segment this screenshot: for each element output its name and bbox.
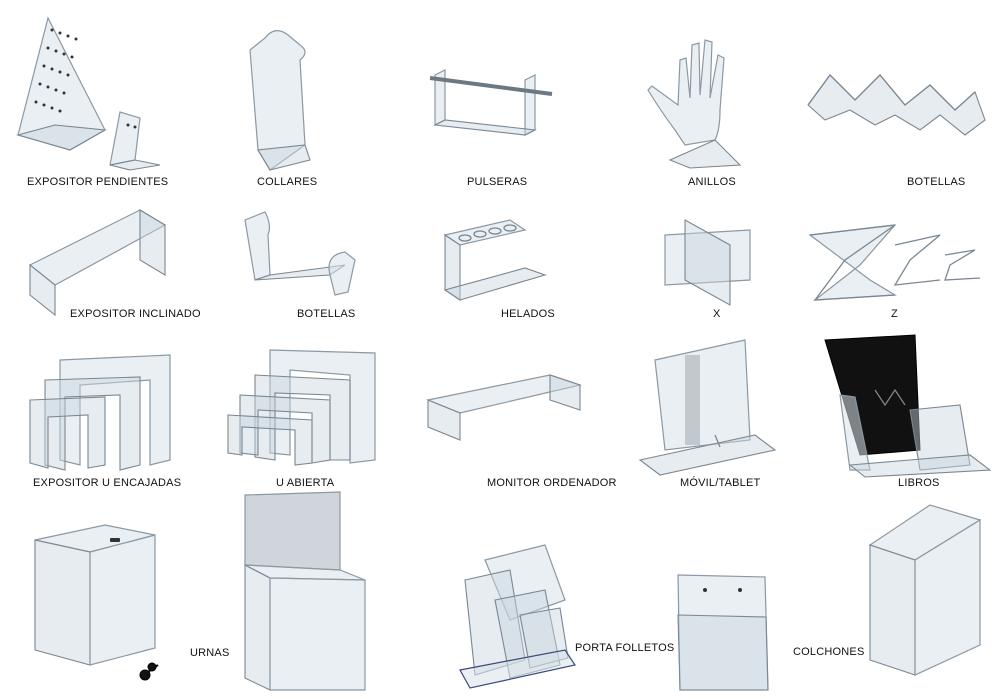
monitor-stand-image (425, 374, 583, 441)
z-display-image (808, 224, 981, 301)
ice-cream-holder-image (443, 219, 547, 302)
product-label: U ABIERTA (276, 477, 335, 489)
necklace-bust-image (249, 30, 311, 171)
x-display-image (664, 219, 751, 306)
product-label: PORTA FOLLETOS (575, 642, 675, 654)
book-stand-image (824, 334, 992, 478)
bottle-zigzag-image (807, 74, 986, 136)
product-label: EXPOSITOR U ENCAJADAS (33, 477, 182, 489)
inclined-display-image (28, 209, 167, 317)
product-label: X (713, 308, 721, 320)
ballot-box-image (34, 524, 159, 681)
nested-u-display-image (29, 354, 171, 471)
product-collares[interactable]: COLLARES (200, 0, 380, 195)
product-libros[interactable]: LIBROS (820, 334, 1000, 490)
product-anillos[interactable]: ANILLOS (620, 0, 790, 195)
product-label: COLLARES (257, 176, 318, 188)
product-expositor-inclinado[interactable]: EXPOSITOR INCLINADO (0, 200, 201, 325)
product-label: PULSERAS (467, 176, 528, 188)
product-expositor-u-encajadas[interactable]: EXPOSITOR U ENCAJADAS (0, 335, 200, 490)
product-porta-folletos[interactable]: PORTA FOLLETOS (450, 540, 674, 699)
ring-hand-image (647, 39, 742, 169)
open-u-display-image (227, 349, 376, 466)
mattress-display-image (868, 504, 982, 676)
earring-holes (34, 28, 78, 113)
brochure-holder-image (459, 544, 576, 689)
product-monitor-ordenador[interactable]: MONITOR ORDENADOR (420, 335, 617, 490)
ballot-box-with-panel-image (244, 491, 366, 691)
product-botellas-1[interactable]: BOTELLAS (800, 0, 1000, 195)
product-label: MÓVIL/TABLET (680, 477, 761, 489)
product-helados[interactable]: HELADOS (430, 200, 570, 325)
product-u-abierta[interactable]: U ABIERTA (220, 335, 390, 490)
product-label: COLCHONES (793, 646, 865, 658)
product-z[interactable]: Z (800, 200, 1000, 325)
product-colchones[interactable]: COLCHONES (790, 504, 1000, 699)
product-label: BOTELLAS (907, 176, 966, 188)
bracelet-holder-image (429, 69, 553, 136)
product-botellas-2[interactable]: BOTELLAS (230, 200, 390, 325)
product-urnas[interactable]: URNAS (0, 490, 400, 699)
product-label: ANILLOS (688, 176, 736, 188)
product-label: LIBROS (898, 477, 940, 489)
product-label: HELADOS (501, 308, 555, 320)
product-expositor-pendientes[interactable]: EXPOSITOR PENDIENTES (0, 0, 190, 195)
product-pulseras[interactable]: PULSERAS (420, 0, 570, 195)
product-label: Z (891, 308, 898, 320)
product-label: EXPOSITOR INCLINADO (70, 308, 201, 320)
tablet-stand-image (638, 339, 777, 476)
product-porta-folletos-wall (670, 565, 780, 699)
product-movil-tablet[interactable]: MÓVIL/TABLET (635, 335, 785, 490)
earring-display-image (15, 16, 161, 171)
wall-brochure-holder-image (677, 574, 769, 691)
bottle-holder-image (244, 211, 356, 296)
product-label: BOTELLAS (297, 308, 356, 320)
product-label: URNAS (190, 647, 230, 659)
product-label: MONITOR ORDENADOR (487, 477, 617, 489)
product-x[interactable]: X (650, 200, 780, 325)
product-label: EXPOSITOR PENDIENTES (27, 176, 169, 188)
key-icon (139, 662, 159, 681)
